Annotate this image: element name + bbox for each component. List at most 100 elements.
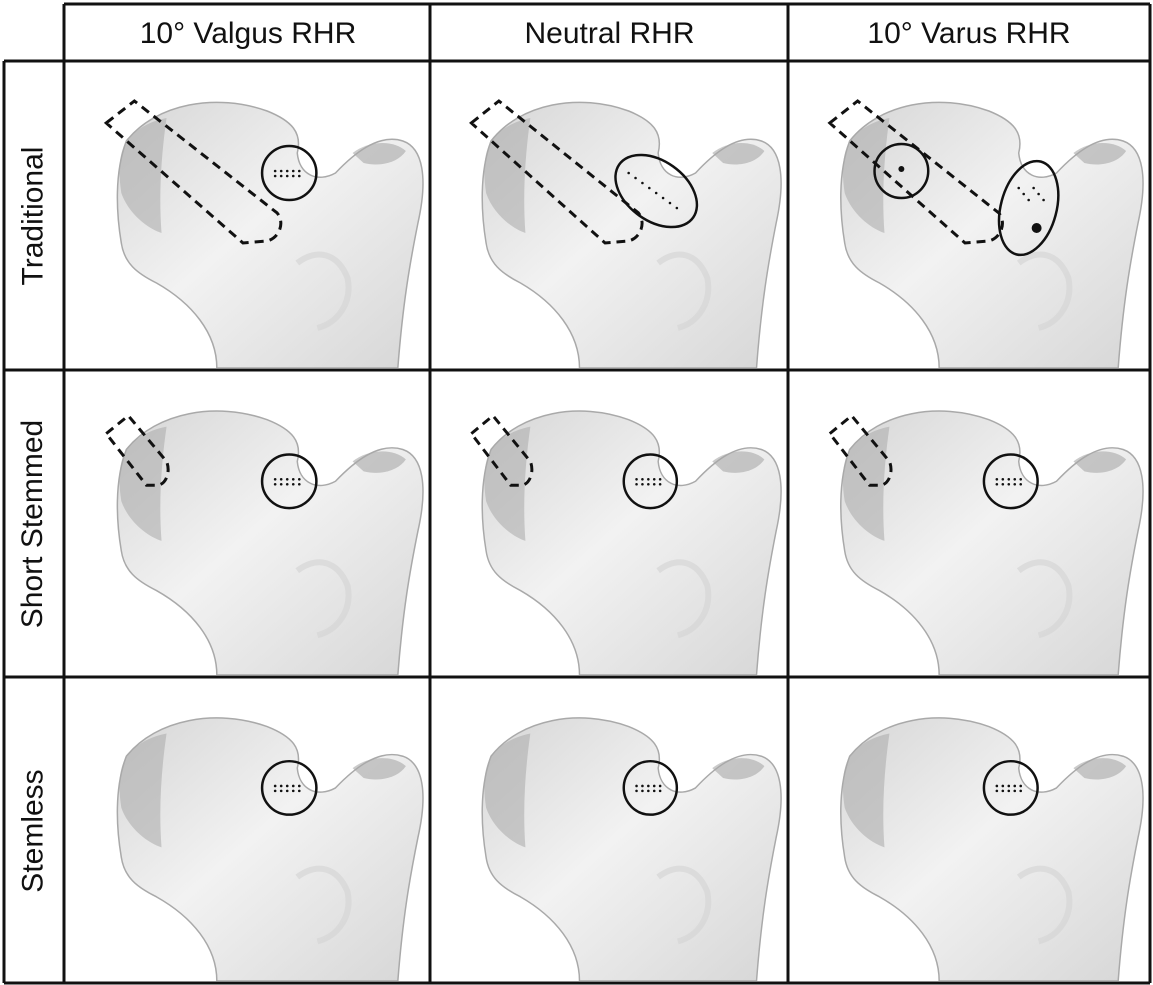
- contact-point: [298, 170, 301, 173]
- contact-point: [1013, 483, 1016, 486]
- contact-point: [1019, 790, 1022, 793]
- contact-point: [280, 790, 283, 793]
- contact-point: [653, 790, 656, 793]
- contact-point: [292, 170, 295, 173]
- contact-point: [641, 790, 644, 793]
- contact-point: [1007, 483, 1010, 486]
- contact-point: [647, 790, 650, 793]
- contact-point: [292, 175, 295, 178]
- contact-point: [280, 170, 283, 173]
- contact-point: [280, 175, 283, 178]
- row-header-traditional: Traditional: [6, 62, 61, 370]
- contact-point: [659, 785, 662, 788]
- contact-point: [1019, 478, 1022, 481]
- femur-cell-r2-c2: [790, 679, 1148, 981]
- contact-point: [280, 483, 283, 486]
- contact-point: [1017, 187, 1020, 190]
- contact-point: [634, 177, 637, 180]
- femur-illustration: [66, 372, 428, 675]
- contact-point: [647, 478, 650, 481]
- contact-point: [298, 790, 301, 793]
- contact-point: [292, 483, 295, 486]
- femur-illustration: [432, 679, 786, 981]
- femur-cell-r0-c2: [790, 63, 1148, 368]
- femur-cell-r0-c0: [66, 63, 428, 368]
- contact-point: [641, 182, 644, 185]
- contact-point: [292, 790, 295, 793]
- contact-point: [298, 785, 301, 788]
- contact-point: [292, 785, 295, 788]
- femur-cell-r0-c1: [432, 63, 786, 368]
- contact-point: [274, 790, 277, 793]
- femur-cell-r2-c1: [432, 679, 786, 981]
- contact-point: [274, 175, 277, 178]
- contact-point: [1032, 187, 1035, 190]
- row-label-short-stemmed: Short Stemmed: [17, 420, 51, 628]
- contact-point: [659, 790, 662, 793]
- contact-point: [298, 175, 301, 178]
- column-header-neutral: Neutral RHR: [431, 6, 788, 61]
- femur-cell-r1-c2: [790, 372, 1148, 675]
- contact-point: [627, 172, 630, 175]
- contact-point: [1002, 478, 1005, 481]
- contact-point: [653, 478, 656, 481]
- contact-point: [1032, 223, 1042, 233]
- femur-cell-r1-c1: [432, 372, 786, 675]
- contact-point: [635, 478, 638, 481]
- contact-point: [292, 478, 295, 481]
- contact-point: [280, 478, 283, 481]
- contact-point: [996, 478, 999, 481]
- contact-point: [647, 483, 650, 486]
- contact-point: [635, 483, 638, 486]
- contact-point: [1002, 483, 1005, 486]
- contact-point: [286, 790, 289, 793]
- contact-point: [641, 785, 644, 788]
- contact-point: [655, 192, 658, 195]
- contact-point: [286, 483, 289, 486]
- femur-illustration: [432, 372, 786, 675]
- contact-point: [280, 785, 283, 788]
- femur-illustration: [790, 679, 1148, 981]
- contact-point: [298, 478, 301, 481]
- contact-point: [996, 483, 999, 486]
- femur-illustration: [66, 679, 428, 981]
- femur-illustration: [790, 372, 1148, 675]
- contact-point: [286, 785, 289, 788]
- contact-point: [274, 170, 277, 173]
- row-header-stemless: Stemless: [6, 678, 61, 983]
- contact-point: [659, 478, 662, 481]
- contact-point: [662, 197, 665, 200]
- femur-illustration: [66, 63, 428, 368]
- contact-point: [1027, 199, 1030, 202]
- contact-point: [1013, 785, 1016, 788]
- row-label-traditional: Traditional: [17, 147, 51, 286]
- column-header-valgus: 10° Valgus RHR: [66, 6, 430, 61]
- contact-point: [996, 790, 999, 793]
- contact-point: [635, 785, 638, 788]
- contact-point: [996, 785, 999, 788]
- contact-point: [653, 483, 656, 486]
- contact-point: [286, 478, 289, 481]
- contact-point: [1002, 790, 1005, 793]
- contact-point: [641, 478, 644, 481]
- contact-point: [1013, 478, 1016, 481]
- contact-point: [641, 483, 644, 486]
- femur-illustration: [432, 63, 786, 368]
- contact-point: [1037, 193, 1040, 196]
- contact-point: [286, 170, 289, 173]
- contact-point: [1042, 199, 1045, 202]
- contact-point: [298, 483, 301, 486]
- contact-point: [274, 478, 277, 481]
- column-header-varus: 10° Varus RHR: [789, 6, 1149, 61]
- contact-point: [676, 207, 679, 210]
- contact-point: [274, 785, 277, 788]
- contact-point: [669, 202, 672, 205]
- contact-point: [1019, 483, 1022, 486]
- contact-point: [1013, 790, 1016, 793]
- contact-point: [1007, 785, 1010, 788]
- contact-point: [1022, 193, 1025, 196]
- contact-point: [1007, 790, 1010, 793]
- femur-cell-r2-c0: [66, 679, 428, 981]
- contact-point: [1002, 785, 1005, 788]
